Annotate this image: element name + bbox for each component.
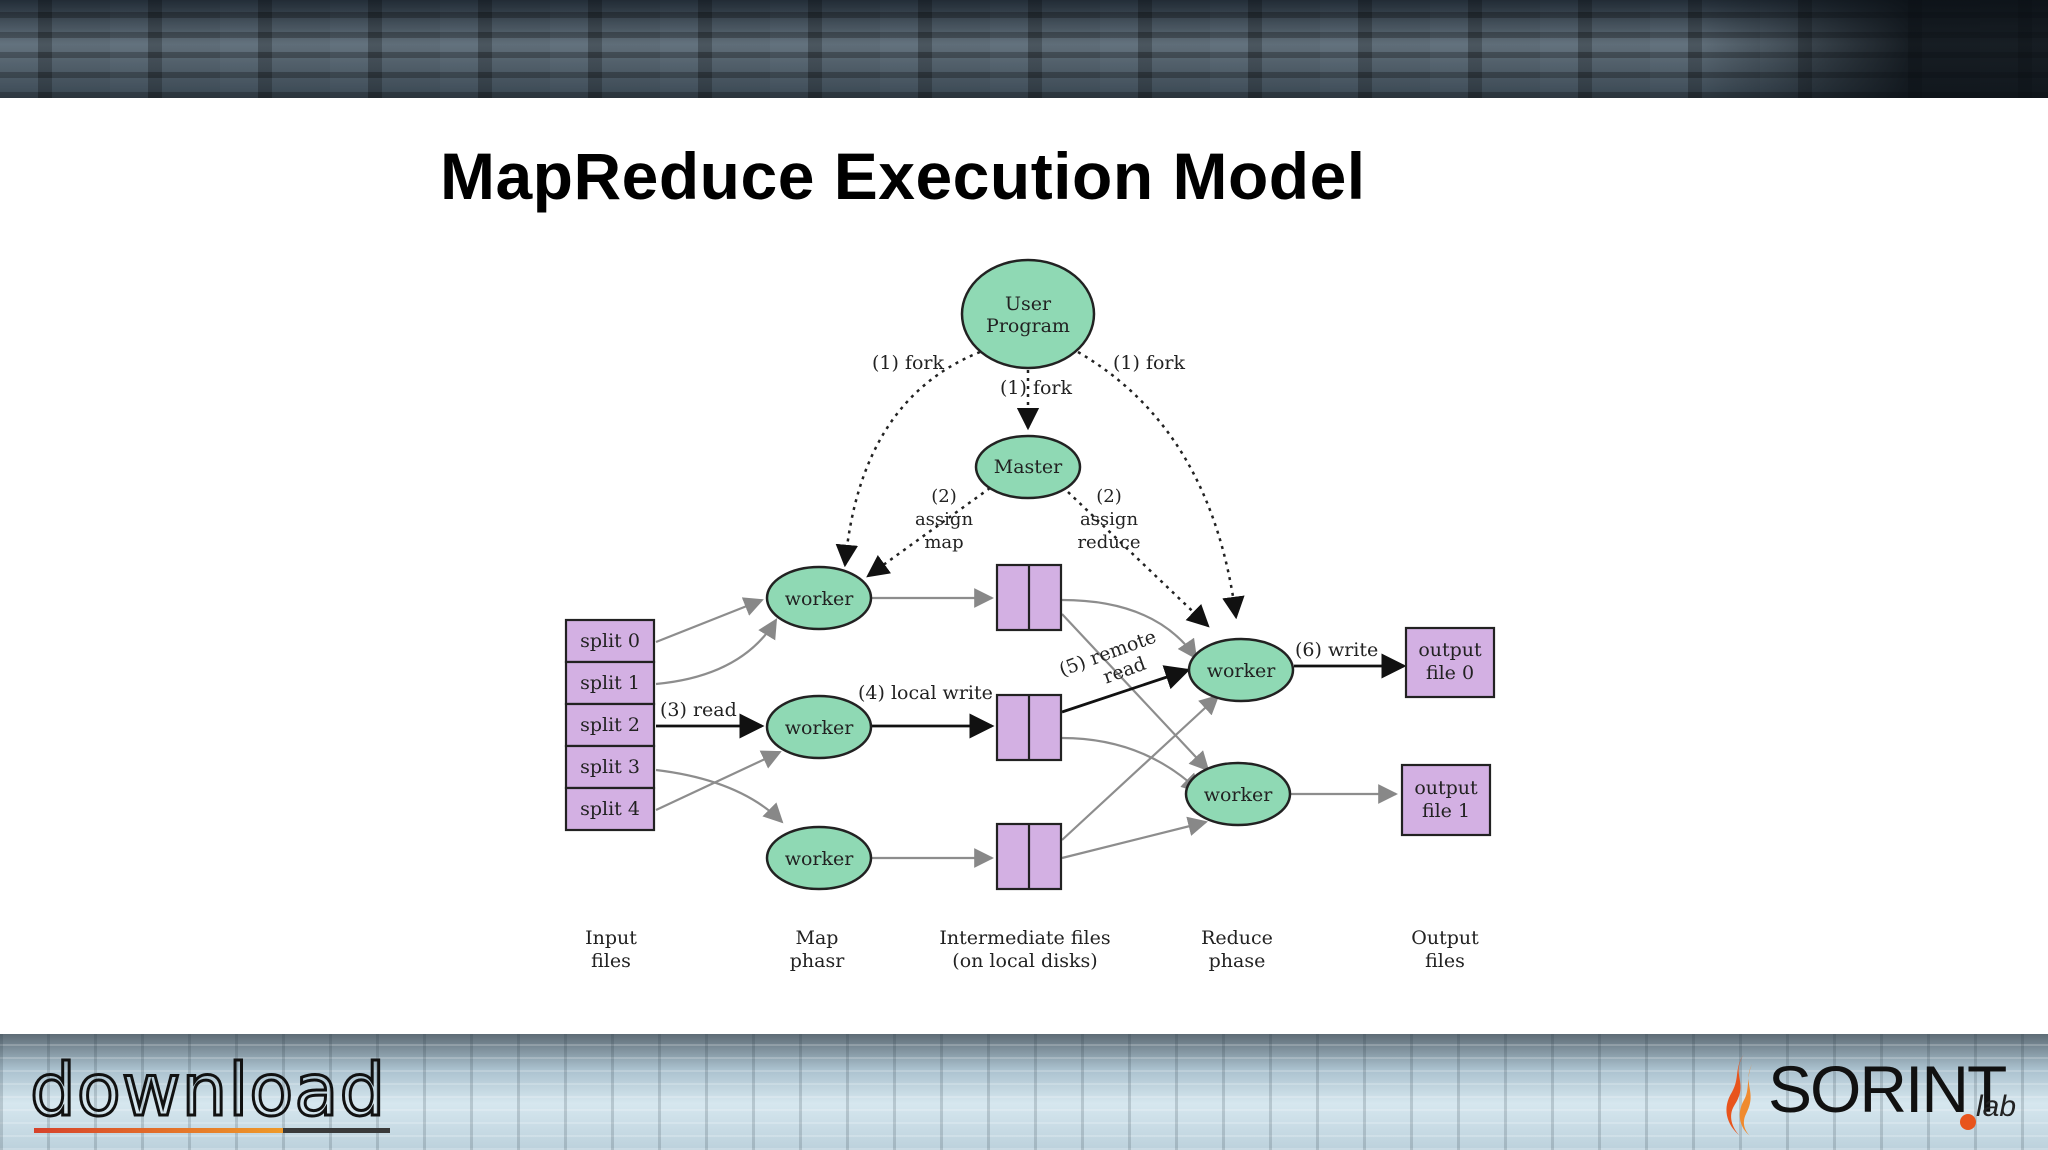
assign-reduce-label-line3: reduce xyxy=(1077,532,1140,553)
intermediate-file-0 xyxy=(995,563,1063,632)
output-files-label-line2: files xyxy=(1425,950,1465,972)
map-worker-0: worker xyxy=(765,565,873,631)
split1-to-map-arrow xyxy=(655,618,778,686)
file-mid-to-reduce1-arrow xyxy=(1061,736,1202,794)
output-file-0: output file 0 xyxy=(1404,626,1496,699)
reduce-worker-1: worker xyxy=(1184,761,1292,827)
output-file-1-label-line2: file 1 xyxy=(1422,800,1470,822)
map-worker-1: worker xyxy=(765,694,873,760)
reduce-phase-label-line1: Reduce xyxy=(1201,927,1273,949)
assign-reduce-label-line2: assign xyxy=(1080,509,1138,530)
split-3-label: split 3 xyxy=(580,756,640,778)
assign-map-label-line2: assign xyxy=(915,509,973,530)
fork-arrow-left xyxy=(835,350,981,568)
file-top-to-reduce1-arrow xyxy=(1061,613,1210,772)
intermediate-files-label-line1: Intermediate files xyxy=(939,927,1110,949)
output-file-1: output file 1 xyxy=(1400,763,1492,837)
file-bottom-to-reduce0-arrow xyxy=(1061,694,1220,841)
reduce-worker-0-label: worker xyxy=(1207,660,1277,682)
output-file-1-label-line1: output xyxy=(1414,777,1478,799)
master-node: Master xyxy=(974,434,1082,500)
user-program-label-line2: Program xyxy=(986,315,1070,337)
remote-read-arrow xyxy=(1061,665,1191,714)
split-0-label: split 0 xyxy=(580,630,640,652)
reduce-worker-1-label: worker xyxy=(1204,784,1274,806)
sorint-wordmark: SORINT xyxy=(1768,1052,2007,1126)
map-worker-0-label: worker xyxy=(785,588,855,610)
assign-map-arrow xyxy=(866,486,991,578)
output-files-label-line1: Output xyxy=(1411,927,1479,949)
split-2-label: split 2 xyxy=(580,714,640,736)
flame-icon xyxy=(1726,1054,1752,1136)
fork-label-left: (1) fork xyxy=(872,352,945,374)
read-label: (3) read xyxy=(660,699,737,721)
download-logo-underline xyxy=(34,1128,390,1133)
reduce-phase-label-line2: phase xyxy=(1209,950,1266,972)
download-logo: download xyxy=(28,1048,387,1132)
assign-map-label-line1: (2) xyxy=(931,486,957,507)
fork-arrow-right xyxy=(1077,350,1245,620)
assign-map-label-line3: map xyxy=(924,532,963,553)
orange-dot-icon xyxy=(1960,1114,1976,1130)
split4-to-map-arrow xyxy=(655,750,782,811)
map-phase-label-line2: phasr xyxy=(790,950,845,972)
map-worker-1-label: worker xyxy=(785,717,855,739)
assign-reduce-arrow xyxy=(1067,491,1210,628)
fork-label-center: (1) fork xyxy=(1000,377,1073,399)
sorint-lab-suffix: lab xyxy=(1976,1090,2017,1123)
input-splits: split 0 split 1 split 2 split 3 split 4 xyxy=(564,618,656,832)
user-program-node: User Program xyxy=(960,258,1096,370)
map-phase-label-line1: Map xyxy=(796,927,839,949)
sorint-lab-logo: SORINT lab xyxy=(1720,1050,2020,1140)
split-4-label: split 4 xyxy=(580,798,640,820)
map-worker-2-label: worker xyxy=(785,848,855,870)
input-files-label-line2: files xyxy=(591,950,631,972)
intermediate-file-1 xyxy=(995,693,1063,762)
file-top-to-reduce0-arrow xyxy=(1061,598,1198,660)
master-label: Master xyxy=(994,456,1063,478)
input-files-label-line1: Input xyxy=(585,927,637,949)
output-file-0-label-line1: output xyxy=(1418,639,1482,661)
intermediate-files-label-line2: (on local disks) xyxy=(952,950,1097,972)
output-file-0-label-line2: file 0 xyxy=(1426,662,1474,684)
top-banner xyxy=(0,0,2048,98)
slide-title: MapReduce Execution Model xyxy=(440,139,1366,213)
assign-reduce-label-line1: (2) xyxy=(1096,486,1122,507)
reduce-worker-0: worker xyxy=(1187,637,1295,703)
user-program-label-line1: User xyxy=(1005,293,1052,315)
file-bottom-to-reduce1-arrow xyxy=(1061,816,1208,860)
local-write-label: (4) local write xyxy=(858,682,993,704)
intermediate-file-2 xyxy=(995,822,1063,891)
split3-to-map-arrow xyxy=(655,768,784,824)
split-1-label: split 1 xyxy=(580,672,640,694)
write-label: (6) write xyxy=(1295,639,1378,661)
fork-label-right: (1) fork xyxy=(1113,352,1186,374)
map-worker-2: worker xyxy=(765,825,873,891)
split0-to-map-arrow xyxy=(655,597,764,644)
